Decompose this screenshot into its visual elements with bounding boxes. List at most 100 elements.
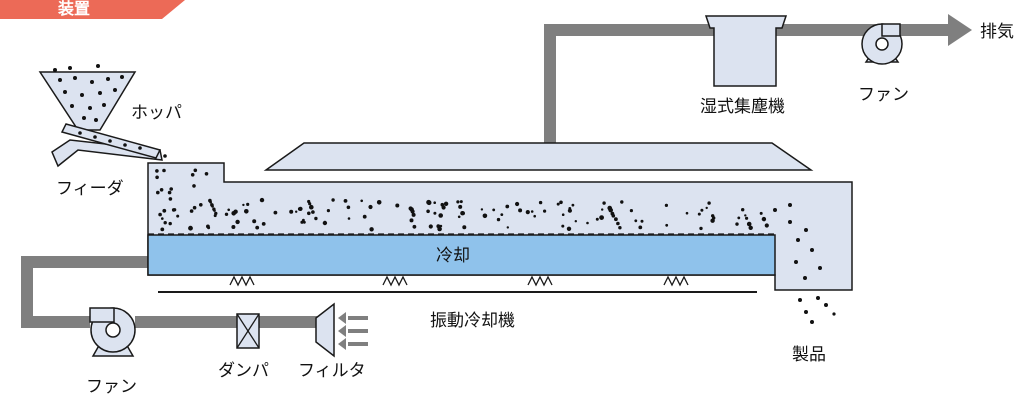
cooling-section xyxy=(147,234,776,276)
particle xyxy=(602,201,606,205)
particle xyxy=(347,217,351,220)
particle xyxy=(618,226,622,230)
particle xyxy=(559,200,563,205)
particle xyxy=(764,223,769,228)
particle xyxy=(213,214,217,218)
particle xyxy=(496,217,501,222)
particle xyxy=(233,209,238,214)
particle xyxy=(458,204,463,209)
particle xyxy=(665,223,669,227)
particle xyxy=(735,222,739,226)
particle xyxy=(213,209,216,212)
particle xyxy=(300,220,304,224)
fan-bottom-label: ファン xyxy=(86,377,137,397)
header-tag: 装置 xyxy=(0,0,185,19)
particle xyxy=(209,200,213,204)
particle xyxy=(160,227,165,232)
particle xyxy=(685,211,689,215)
particle xyxy=(566,226,572,231)
particle xyxy=(705,206,708,210)
particle xyxy=(640,219,644,223)
hopper-label: ホッパ xyxy=(131,103,182,123)
particle xyxy=(599,215,604,221)
particle xyxy=(192,205,197,210)
particle xyxy=(482,213,488,219)
exhaust-duct xyxy=(544,24,900,150)
particle xyxy=(571,203,575,207)
particle xyxy=(746,221,752,227)
scrubber-label: 湿式集塵機 xyxy=(700,97,785,117)
particle xyxy=(699,226,703,231)
fan-top-label: ファン xyxy=(858,85,909,105)
particle xyxy=(611,214,616,218)
particle xyxy=(331,198,335,202)
filter-label: フィルタ xyxy=(298,361,366,381)
particle xyxy=(443,201,449,206)
particle xyxy=(193,168,198,173)
particle xyxy=(314,216,318,221)
particle xyxy=(224,212,229,216)
particle xyxy=(158,212,162,217)
exhaust-arrow xyxy=(900,14,972,46)
particle xyxy=(710,218,715,223)
particle xyxy=(259,197,265,203)
particle xyxy=(614,217,618,222)
particle xyxy=(433,201,437,204)
particle xyxy=(156,190,160,195)
particle xyxy=(538,200,543,205)
particle xyxy=(235,219,240,225)
particle xyxy=(188,225,193,231)
particle xyxy=(533,214,536,218)
particle xyxy=(426,209,430,214)
particle xyxy=(762,218,766,222)
particle xyxy=(189,209,194,213)
particle xyxy=(163,221,167,225)
particle xyxy=(561,224,565,228)
particle xyxy=(741,208,745,212)
particle xyxy=(433,211,437,215)
feeder-label: フィーダ xyxy=(56,179,124,199)
header-tag-text: 装置 xyxy=(57,0,90,18)
particle xyxy=(231,225,236,229)
particle xyxy=(322,220,328,226)
spring xyxy=(382,275,408,287)
particle xyxy=(168,221,172,226)
particle xyxy=(369,227,374,232)
particle xyxy=(297,207,302,211)
inlet-duct xyxy=(21,256,148,328)
particle xyxy=(506,226,509,229)
particle xyxy=(456,200,460,204)
particle xyxy=(162,168,166,173)
particle xyxy=(737,216,741,220)
particle xyxy=(438,213,444,218)
particle xyxy=(411,212,416,217)
particle xyxy=(368,204,373,210)
particle xyxy=(638,225,643,230)
spring xyxy=(229,275,255,287)
spring xyxy=(663,275,689,287)
particle xyxy=(620,200,624,204)
fan-bottom xyxy=(89,307,136,357)
particle xyxy=(745,216,749,220)
particle xyxy=(308,202,312,206)
particle xyxy=(410,209,415,214)
particle xyxy=(697,212,701,216)
particle xyxy=(242,203,245,207)
hopper xyxy=(38,64,137,131)
particle xyxy=(346,205,351,210)
particle xyxy=(204,172,209,176)
product-label: 製品 xyxy=(792,345,826,365)
particle xyxy=(360,199,364,203)
exhaust-hood xyxy=(263,142,814,171)
particle xyxy=(567,208,573,213)
particle xyxy=(759,211,763,215)
particle xyxy=(199,203,203,207)
particle xyxy=(707,201,711,205)
particle xyxy=(227,208,230,212)
particle xyxy=(159,188,164,192)
wet-dust-collector xyxy=(704,15,788,87)
springs xyxy=(229,275,689,287)
particle xyxy=(155,169,159,173)
particle xyxy=(192,184,196,188)
particle xyxy=(492,208,496,212)
